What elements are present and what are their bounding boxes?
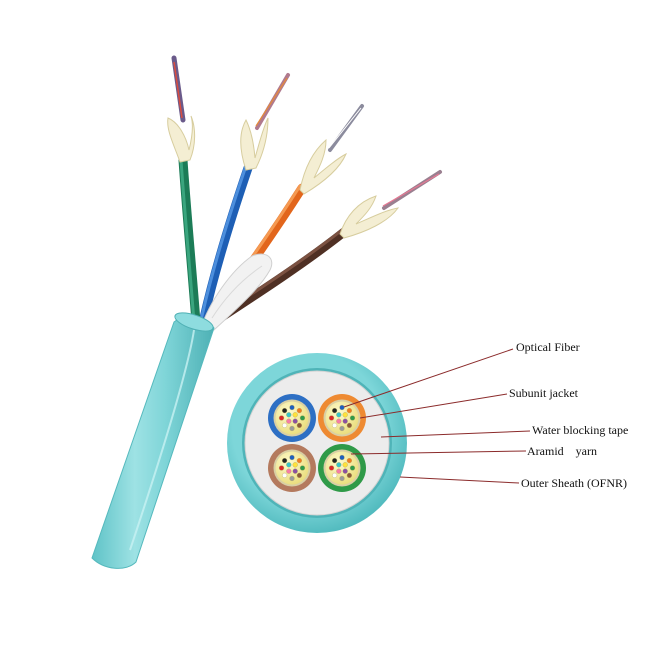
leader-aramid-yarn — [350, 450, 527, 455]
subunit-brown — [268, 444, 316, 492]
green-aramid-tuft — [167, 115, 196, 163]
water-blocking-tape-wrap — [199, 253, 273, 331]
leader-lines — [343, 348, 531, 484]
fiber-dot — [346, 408, 353, 414]
fiber-dot — [289, 425, 295, 432]
fiber-dot — [336, 468, 342, 474]
fiber-dot — [336, 418, 342, 424]
fiber-dot — [299, 465, 306, 471]
blue-aramid-tuft — [240, 117, 269, 171]
fiber-dot — [282, 422, 288, 429]
fiber-dot — [292, 468, 298, 474]
fiber-dot — [332, 408, 338, 414]
fiber-dot — [332, 458, 338, 464]
fiber-dot — [292, 462, 298, 468]
blue-subunit-tube — [199, 73, 290, 323]
fiber-dot — [346, 472, 353, 479]
fiber-dot — [336, 412, 342, 418]
label-optical-fiber: Optical Fiber — [516, 340, 580, 354]
fiber-dot — [328, 465, 335, 471]
cable-cross-section — [227, 353, 407, 533]
water-blocking-tape-ring — [244, 370, 390, 516]
fiber-dot — [282, 458, 288, 464]
subunit-blue — [268, 394, 316, 442]
fiber-dot — [296, 408, 303, 414]
fiber-dot — [296, 422, 303, 429]
fiber-cable-photo — [91, 55, 442, 569]
fiber-dot — [349, 415, 356, 421]
fiber-dot — [349, 465, 356, 471]
label-outer-sheath: Outer Sheath (OFNR) — [521, 476, 627, 490]
outer-jacket — [91, 315, 215, 569]
subunit-green — [318, 444, 366, 492]
label-subunit-jacket: Subunit jacket — [509, 386, 578, 400]
fiber-dot — [286, 418, 292, 424]
leader-outer-sheath — [399, 476, 520, 484]
fiber-dot — [278, 465, 285, 471]
label-aramid-yarn: Aramid yarn — [527, 444, 597, 458]
fiber-dot — [286, 468, 292, 474]
fiber-dot — [299, 415, 306, 421]
fiber-dot — [339, 475, 345, 482]
fiber-dot — [286, 412, 292, 418]
fiber-dot — [289, 475, 295, 482]
fiber-dot — [342, 412, 348, 418]
fiber-dot — [278, 415, 285, 421]
subunit-orange — [318, 394, 366, 442]
fiber-dot — [342, 468, 348, 474]
fiber-dot — [292, 412, 298, 418]
leader-optical-fiber — [343, 348, 514, 408]
orange-aramid-tuft — [299, 138, 347, 195]
fiber-dot — [332, 472, 338, 479]
fiber-dot — [282, 472, 288, 479]
jacket-end — [174, 312, 214, 332]
fiber-dot — [336, 462, 342, 468]
leader-water-blocking-tape — [380, 430, 531, 438]
fiber-dot — [342, 418, 348, 424]
fiber-dot — [342, 462, 348, 468]
fiber-dot — [339, 425, 345, 432]
fiber-dot — [339, 404, 345, 411]
brown-aramid-tuft — [339, 195, 400, 239]
leader-subunit-jacket — [359, 393, 508, 419]
fiber-dot — [289, 404, 295, 411]
fiber-dot — [296, 472, 303, 479]
fiber-dot — [292, 418, 298, 424]
fiber-dot — [286, 462, 292, 468]
fiber-dot — [346, 458, 353, 464]
fiber-dot — [332, 422, 338, 429]
fiber-dot — [339, 454, 345, 461]
fiber-dot — [296, 458, 303, 464]
fiber-dot — [346, 422, 353, 429]
green-subunit-tube — [167, 55, 201, 327]
label-water-blocking-tape: Water blocking tape — [532, 423, 629, 437]
fiber-dot — [328, 415, 335, 421]
fiber-dot — [289, 454, 295, 461]
fiber-dot — [282, 408, 288, 414]
